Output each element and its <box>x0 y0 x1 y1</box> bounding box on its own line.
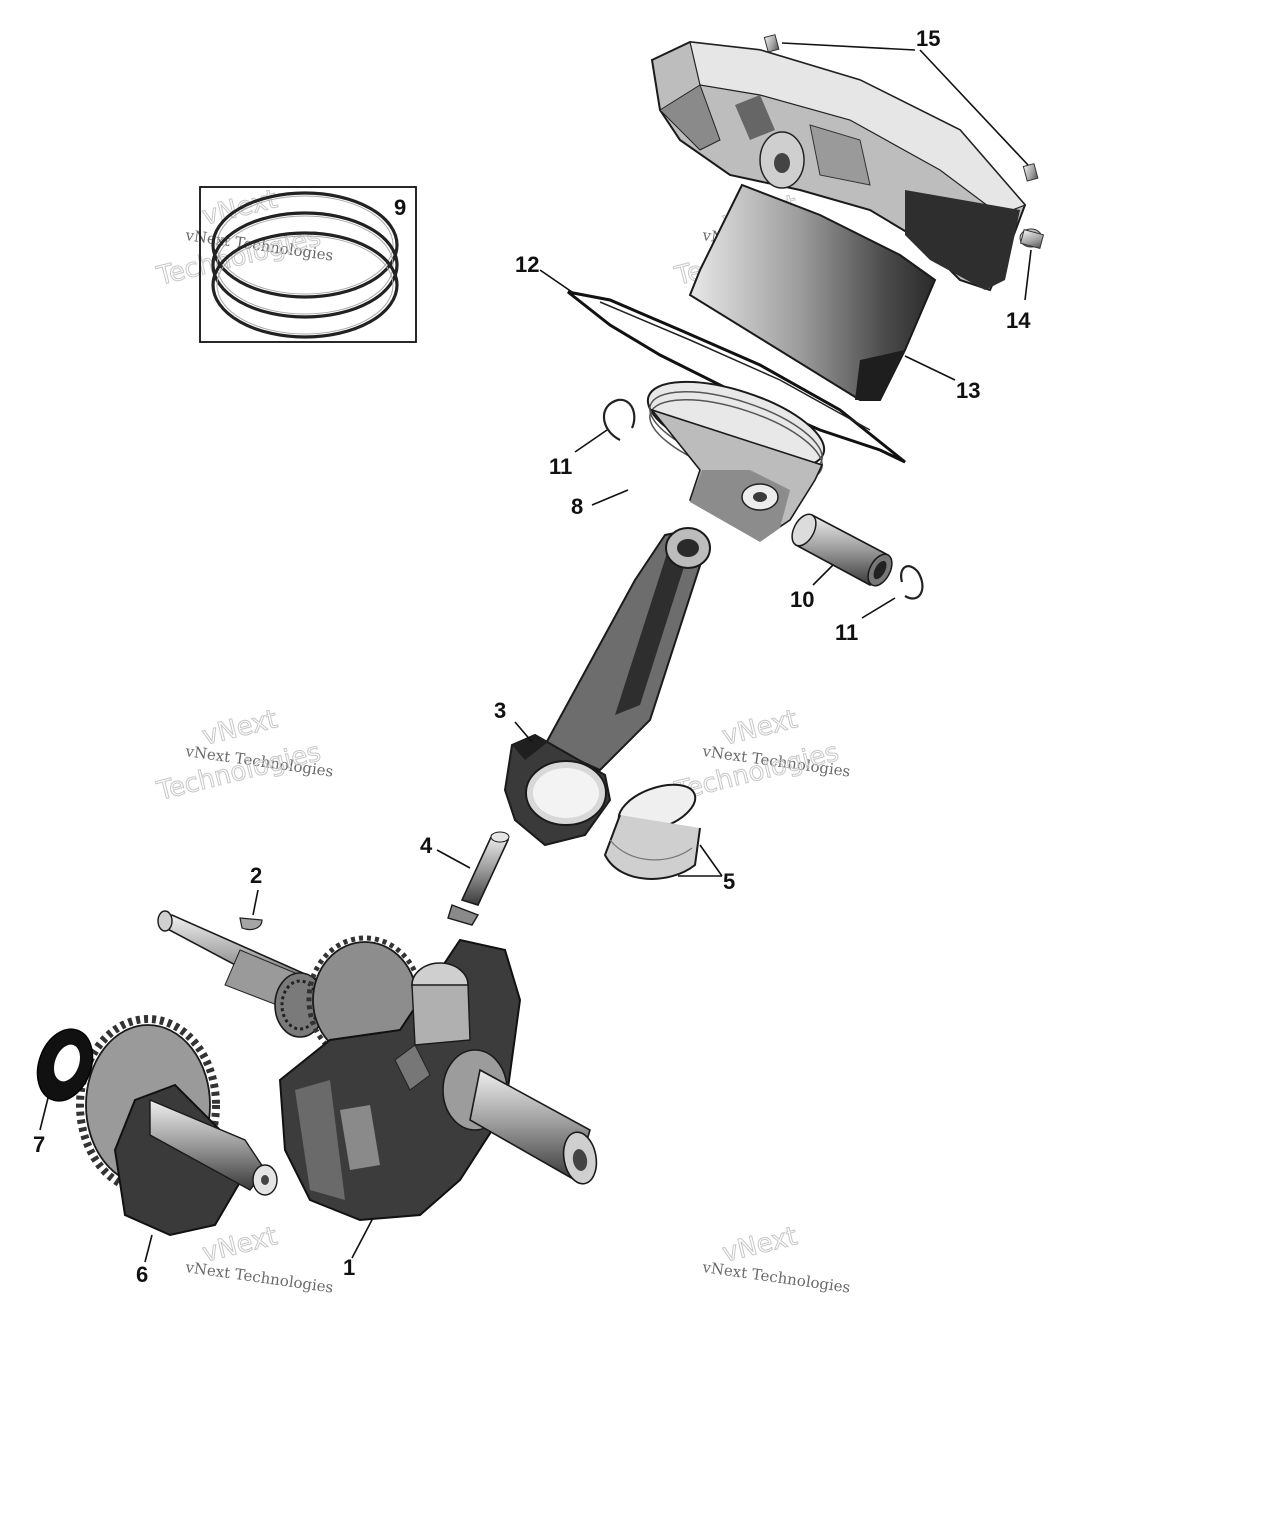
callout-4: 4 <box>420 833 433 858</box>
washer <box>36 1028 94 1102</box>
svg-text:vNext Technologies: vNext Technologies <box>183 1258 334 1297</box>
callout-9: 9 <box>394 195 406 220</box>
callout-13: 13 <box>956 378 980 403</box>
callout-5: 5 <box>723 869 735 894</box>
circlip-upper <box>602 398 636 441</box>
callout-14: 14 <box>1006 308 1031 333</box>
callout-7: 7 <box>33 1132 45 1157</box>
callout-3: 3 <box>494 698 506 723</box>
callout-labels: 15 9 12 14 13 11 8 10 11 3 4 5 2 7 6 1 <box>33 26 1031 1287</box>
piston <box>646 380 826 542</box>
leader-lines <box>39 42 1032 1263</box>
rod-bearing-shells <box>603 783 701 880</box>
circlip-lower <box>900 565 924 600</box>
plug <box>1019 228 1045 249</box>
svg-text:Technologies: Technologies <box>153 737 323 807</box>
watermark-bottom-right: vNext vNext Technologies <box>700 1221 851 1297</box>
dowel-pins <box>763 34 1039 182</box>
crankshaft <box>157 910 598 1222</box>
watermark-mid-left: vNext vNext Technologies Technologies <box>153 704 335 808</box>
callout-11-upper: 11 <box>549 454 572 479</box>
callout-15: 15 <box>916 26 940 51</box>
callout-12: 12 <box>515 252 539 277</box>
balance-shaft <box>76 1015 278 1237</box>
watermark-bottom-left: vNext vNext Technologies <box>183 1221 334 1297</box>
svg-text:vNext: vNext <box>719 704 800 751</box>
callout-11-lower: 11 <box>835 620 858 645</box>
callout-8: 8 <box>571 494 583 519</box>
svg-text:vNext Technologies: vNext Technologies <box>700 1258 851 1297</box>
connecting-rod <box>503 527 711 847</box>
base-gasket <box>567 290 906 464</box>
callout-2: 2 <box>250 863 262 888</box>
svg-text:Technologies: Technologies <box>671 737 841 807</box>
watermark-top-left: vNext vNext Technologies Technologies <box>153 184 335 293</box>
callout-1: 1 <box>343 1255 355 1280</box>
rod-bolt <box>447 831 510 926</box>
woodruff-key <box>239 917 263 931</box>
callout-6: 6 <box>136 1262 148 1287</box>
callout-10: 10 <box>790 587 814 612</box>
watermark-mid-right: vNext vNext Technologies Technologies <box>671 704 852 808</box>
ring-set-box <box>199 186 417 343</box>
cylinder <box>650 40 1027 401</box>
piston-pin <box>791 513 893 587</box>
piston-ring-set <box>199 186 417 343</box>
